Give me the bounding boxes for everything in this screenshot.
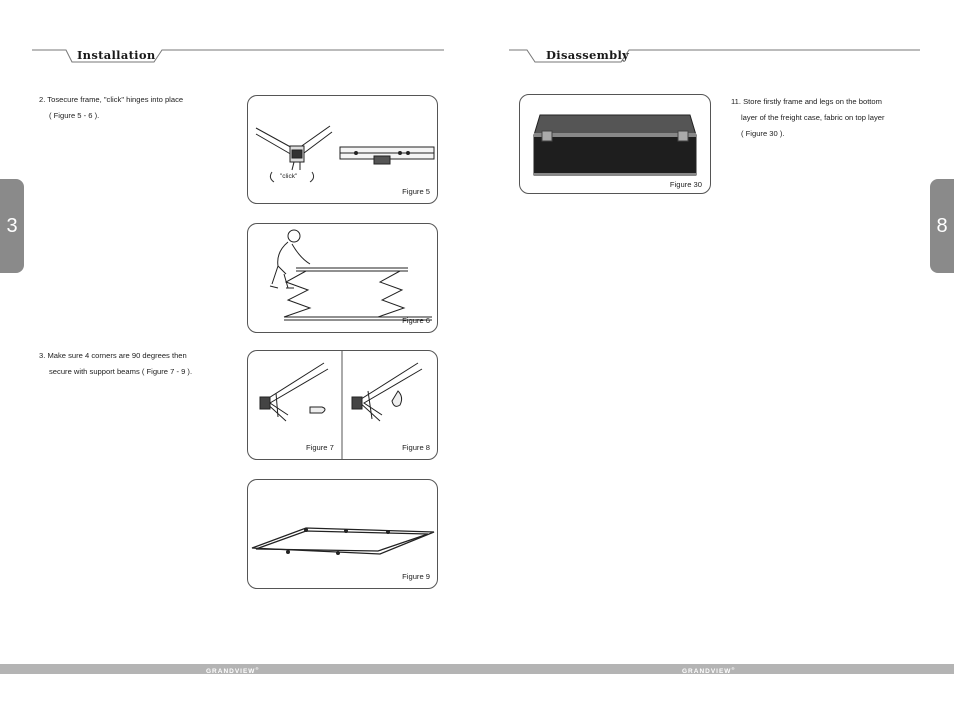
step-text: ( Figure 30 ).: [741, 129, 785, 138]
step-text: secure with support beams ( Figure 7 - 9…: [49, 367, 193, 376]
figure-7-8-panel: Figure 7 Figure 8: [247, 350, 438, 460]
figure-5: "click" Figure 5: [247, 95, 438, 204]
step-text: layer of the freight case, fabric on top…: [741, 113, 885, 122]
step-text: 2. Tosecure frame, "click" hinges into p…: [39, 95, 184, 104]
registered-mark: ®: [731, 666, 736, 671]
instruction-step: 11. Store firstly frame and legs on the …: [731, 94, 885, 142]
figure-9: Figure 9: [247, 479, 438, 589]
brand-text: GRANDVIEW: [682, 668, 732, 676]
figure-caption: Figure 30: [669, 180, 702, 189]
step-text: 3. Make sure 4 corners are 90 degrees th…: [39, 351, 187, 360]
figure-caption: Figure 6: [402, 316, 430, 325]
header-rule: [32, 49, 444, 63]
figure-annotation: "click": [280, 173, 298, 180]
person-unfolding-frame-illustration: [269, 229, 432, 321]
figure-caption: Figure 8: [402, 443, 430, 452]
installation-header: Installation: [32, 44, 444, 68]
figure-caption: Figure 7: [306, 443, 334, 452]
header-rule: [509, 49, 920, 63]
frame-hinge-illustration: [255, 125, 435, 183]
step-text: 11. Store firstly frame and legs on the …: [731, 97, 882, 106]
figure-caption: Figure 9: [402, 572, 430, 581]
brand-text: GRANDVIEW: [206, 668, 256, 676]
corner-support-illustration: [259, 351, 423, 459]
instruction-step: 2. Tosecure frame, "click" hinges into p…: [39, 92, 183, 124]
figure-30: Figure 30: [519, 94, 711, 194]
brand-logo: GRANDVIEW®: [682, 664, 735, 677]
freight-case-illustration: [533, 114, 697, 176]
section-title: Disassembly: [546, 48, 630, 62]
page-number-tab: 8: [930, 179, 954, 273]
figure-6: Figure 6: [247, 223, 438, 333]
assembled-frame-illustration: [251, 527, 435, 555]
section-title: Installation: [77, 48, 156, 62]
registered-mark: ®: [255, 666, 260, 671]
footer-bar: GRANDVIEW® GRANDVIEW®: [0, 664, 954, 677]
page-number-tab: 3: [0, 179, 24, 273]
step-text: ( Figure 5 - 6 ).: [49, 111, 100, 120]
disassembly-header: Disassembly: [509, 44, 920, 68]
figure-caption: Figure 5: [402, 187, 430, 196]
brand-logo: GRANDVIEW®: [206, 664, 259, 677]
instruction-step: 3. Make sure 4 corners are 90 degrees th…: [39, 348, 192, 380]
